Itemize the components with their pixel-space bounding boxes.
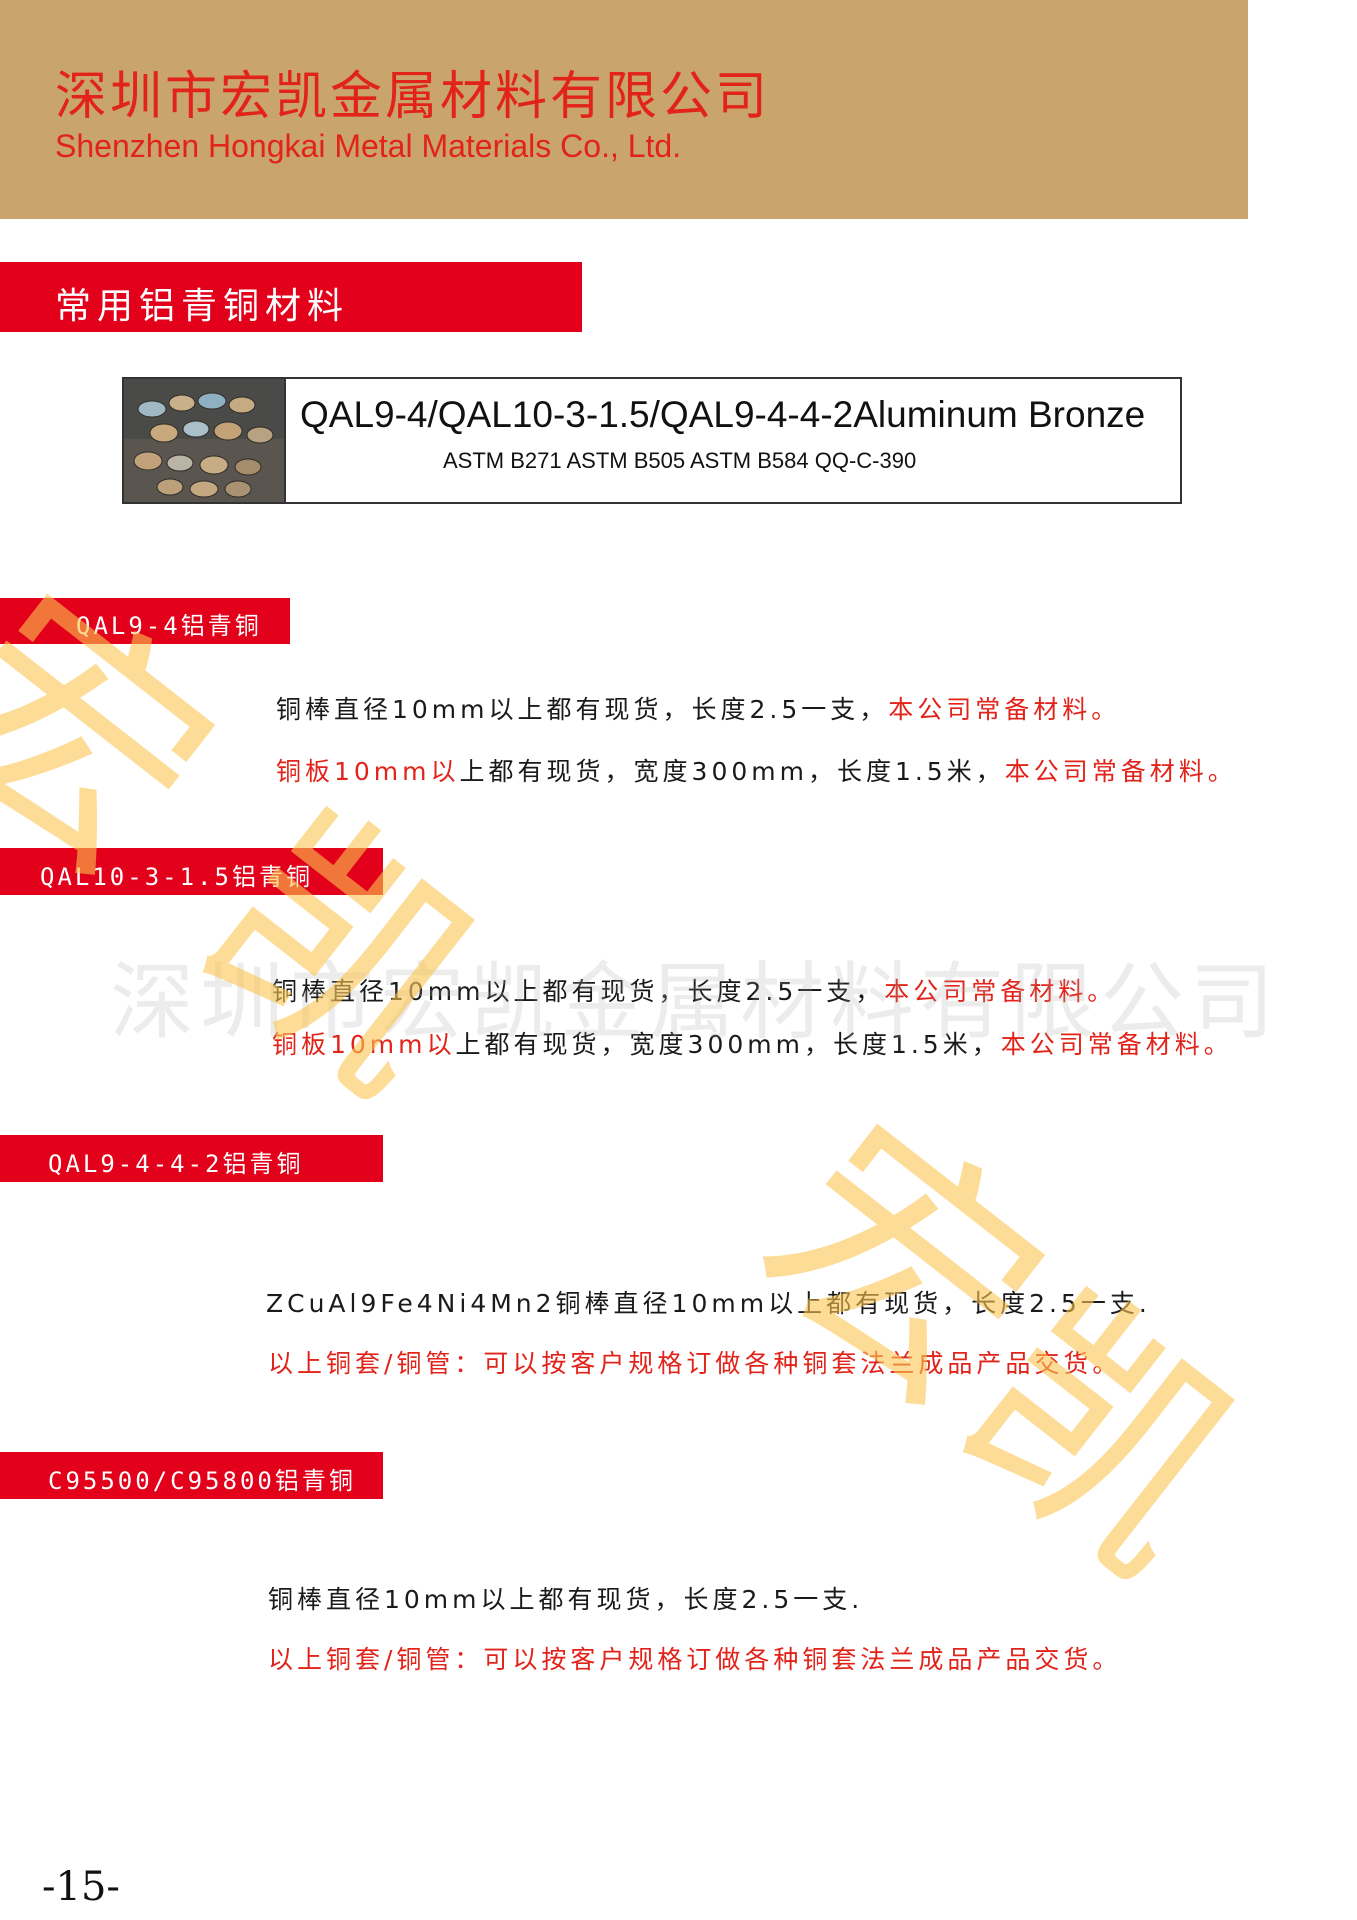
item-1-line-1-text: 铜棒直径10mm以上都有现货，长度2.5一支， (276, 695, 889, 724)
label-qal9-4-4-2-banner (0, 1135, 383, 1182)
label-c95500-c95800-banner (0, 1452, 383, 1499)
label-qal10-3-1-5-banner (0, 848, 383, 895)
label-qal9-4-4-2: QAL9-4-4-2铝青铜 (48, 1150, 304, 1178)
label-qal10-3-1-5: QAL10-3-1.5铝青铜 (40, 863, 313, 891)
item-1-line-1: 铜棒直径10mm以上都有现货，长度2.5一支，本公司常备材料。 (276, 690, 1120, 726)
item-4-line-1-text: 铜棒直径10mm以上都有现货，长度2.5一支. (268, 1585, 864, 1614)
page-number: -15- (42, 1864, 120, 1910)
item-1-line-2-text: 上都有现货，宽度300mm，长度1.5米， (459, 757, 1005, 786)
item-2-line-1: 铜棒直径10mm以上都有现货，长度2.5一支，本公司常备材料。 (272, 972, 1116, 1008)
item-2-line-1-note: 本公司常备材料。 (884, 977, 1117, 1006)
item-3-line-1: ZCuAl9Fe4Ni4Mn2铜棒直径10mm以上都有现货，长度2.5一支. (266, 1284, 1151, 1320)
label-qal9-4: QAL9-4铝青铜 (76, 612, 262, 640)
item-3-line-1-text: ZCuAl9Fe4Ni4Mn2铜棒直径10mm以上都有现货，长度2.5一支. (266, 1289, 1151, 1318)
product-title: QAL9-4/QAL10-3-1.5/QAL9-4-4-2Aluminum Br… (300, 394, 1146, 435)
watermark-kai-1: 凯 (153, 763, 530, 1147)
product-box (122, 377, 1182, 504)
item-2-line-2-prefix: 铜板10mm以 (272, 1030, 456, 1059)
item-2-line-2-note: 本公司常备材料。 (1000, 1030, 1233, 1059)
section-title: 常用铝青铜材料 (55, 286, 350, 327)
company-name-en: Shenzhen Hongkai Metal Materials Co., Lt… (55, 128, 682, 164)
product-standards: ASTM B271 ASTM B505 ASTM B584 QQ-C-390 (443, 448, 917, 473)
section-banner (0, 262, 582, 332)
item-4-line-2-note: 以上铜套/铜管：可以按客户规格订做各种铜套法兰成品产品交货。 (268, 1645, 1122, 1674)
item-2-line-2: 铜板10mm以上都有现货，宽度300mm，长度1.5米，本公司常备材料。 (272, 1025, 1233, 1061)
item-1-line-2: 铜板10mm以上都有现货，宽度300mm，长度1.5米，本公司常备材料。 (276, 752, 1237, 788)
label-c95500-c95800: C95500/C95800铝青铜 (48, 1467, 356, 1495)
item-3-line-2: 以上铜套/铜管：可以按客户规格订做各种铜套法兰成品产品交货。 (268, 1344, 1121, 1380)
bronze-rods-image (124, 379, 284, 502)
item-4-line-1: 铜棒直径10mm以上都有现货，长度2.5一支. (268, 1580, 863, 1616)
item-2-line-1-text: 铜棒直径10mm以上都有现货，长度2.5一支， (272, 977, 885, 1006)
watermark-company-row: 深圳市宏凯金属材料有限公司 (110, 953, 1281, 1051)
company-name-cn: 深圳市宏凯金属材料有限公司 (55, 67, 771, 127)
item-4-line-2: 以上铜套/铜管：可以按客户规格订做各种铜套法兰成品产品交货。 (268, 1640, 1121, 1676)
item-1-line-2-note: 本公司常备材料。 (1004, 757, 1237, 786)
item-1-line-1-note: 本公司常备材料。 (888, 695, 1121, 724)
item-3-line-2-note: 以上铜套/铜管：可以按客户规格订做各种铜套法兰成品产品交货。 (268, 1349, 1122, 1378)
header-banner (0, 0, 1248, 219)
item-2-line-2-text: 上都有现货，宽度300mm，长度1.5米， (455, 1030, 1001, 1059)
label-qal9-4-banner (0, 598, 290, 644)
product-photo (124, 379, 286, 502)
item-1-line-2-prefix: 铜板10mm以 (276, 757, 460, 786)
